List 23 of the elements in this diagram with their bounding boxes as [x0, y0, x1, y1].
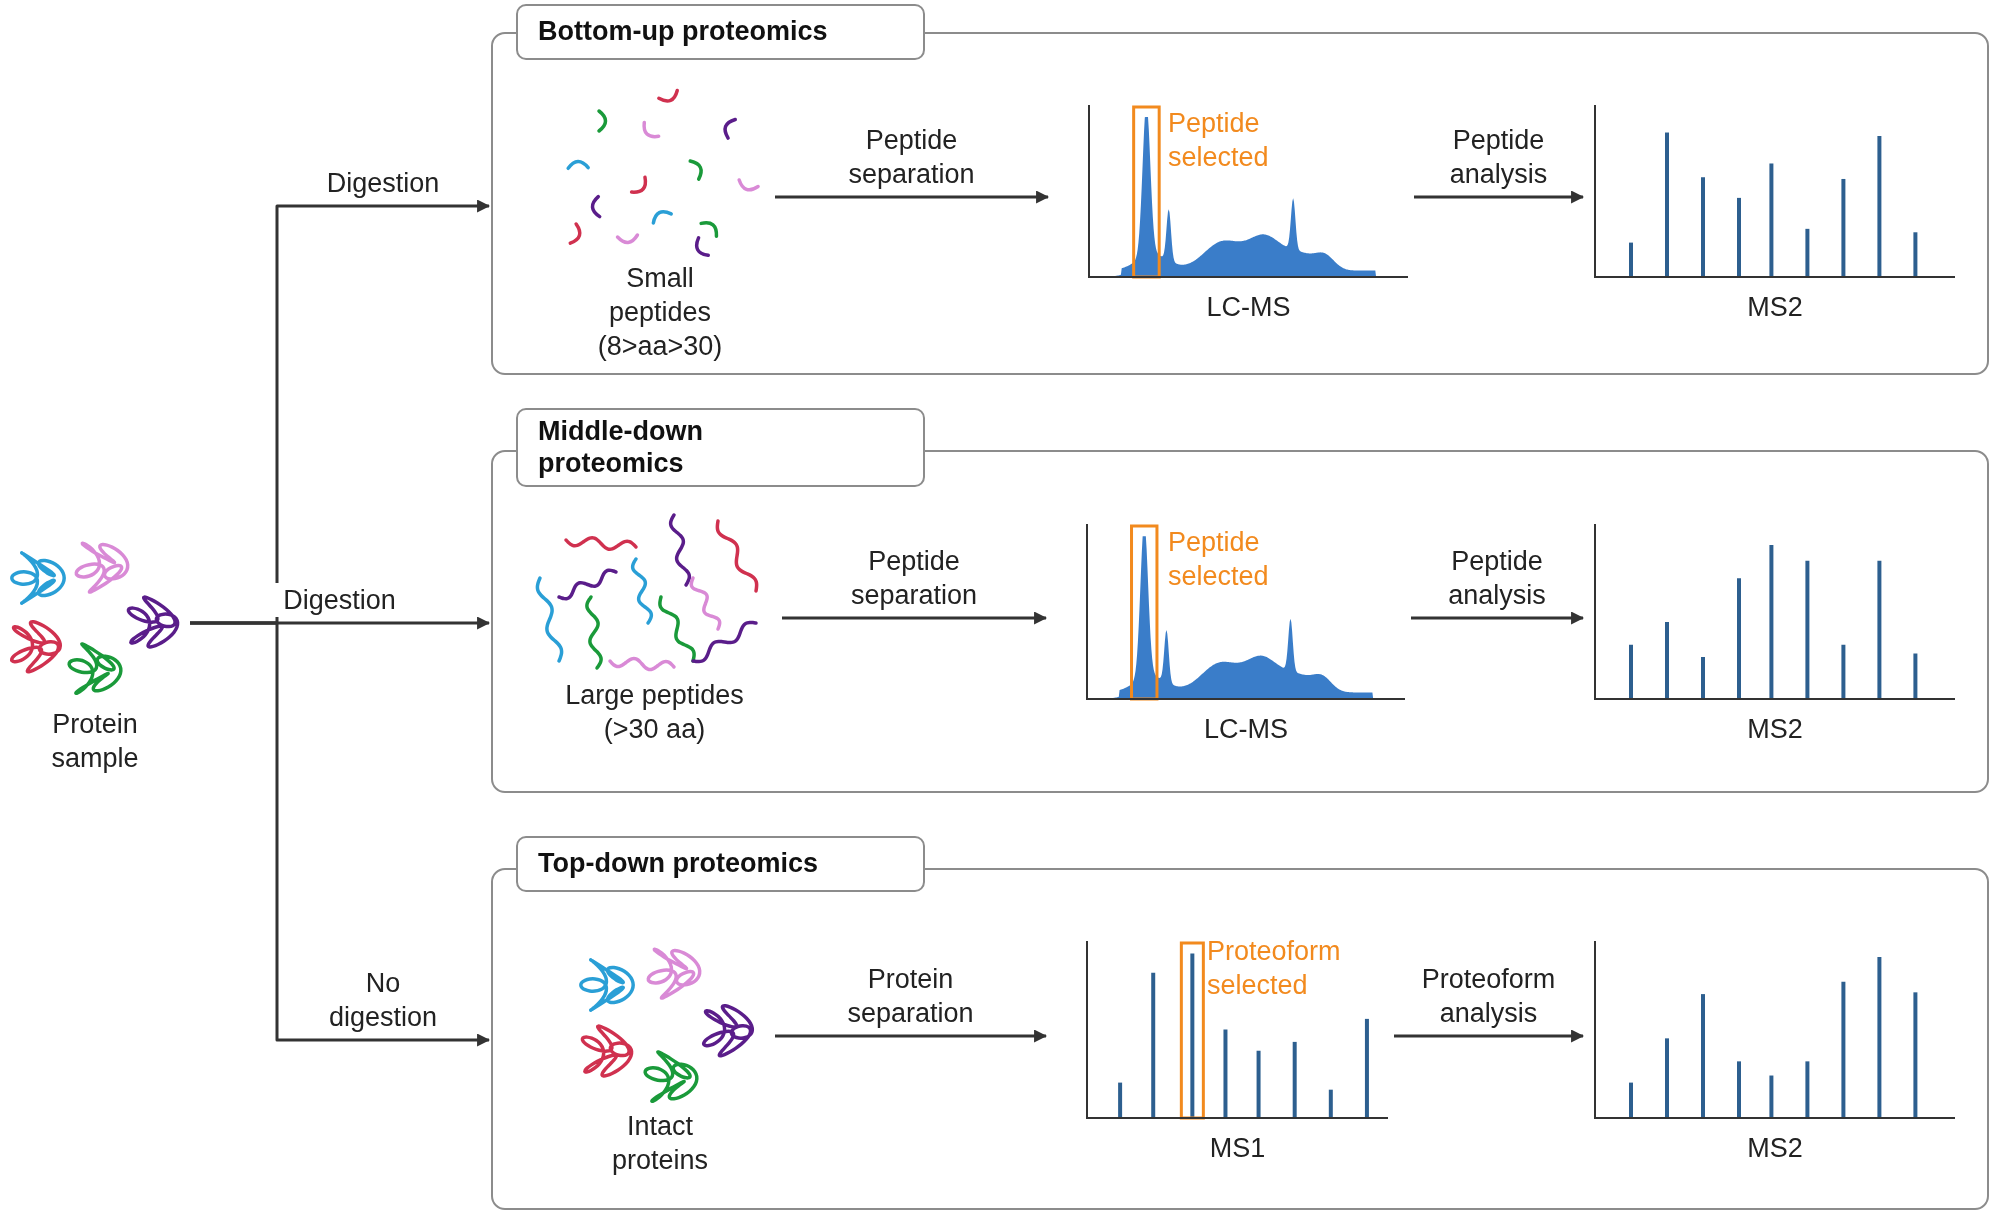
chart-label: LC-MS [1203, 713, 1289, 746]
chart-label: MS2 [1746, 1132, 1804, 1165]
selection-label: Proteoform selected [1207, 935, 1342, 1002]
arrow [1411, 611, 1585, 625]
selection-label: Peptide selected [1168, 526, 1270, 593]
arrow [775, 190, 1050, 204]
sample-label: Small peptides (8>aa>30) [596, 262, 724, 363]
panel-heading: Middle-down proteomics [538, 416, 704, 479]
panel-heading: Top-down proteomics [538, 848, 818, 880]
arrow [775, 1029, 1048, 1043]
chart-label: LC-MS [1205, 291, 1292, 324]
sample-label: Large peptides (>30 aa) [564, 679, 745, 746]
arrow [1394, 1029, 1585, 1043]
sample-label: Protein sample [50, 708, 140, 775]
sample-label: Intact proteins [610, 1110, 710, 1177]
selection-label: Peptide selected [1168, 107, 1270, 174]
arrow [782, 611, 1048, 625]
chart-label: MS1 [1208, 1132, 1267, 1165]
chart-label: MS2 [1746, 291, 1804, 324]
chart-label: MS2 [1746, 713, 1804, 746]
panel-heading: Bottom-up proteomics [538, 16, 828, 48]
arrow [1414, 190, 1585, 204]
arrow [190, 621, 491, 1047]
